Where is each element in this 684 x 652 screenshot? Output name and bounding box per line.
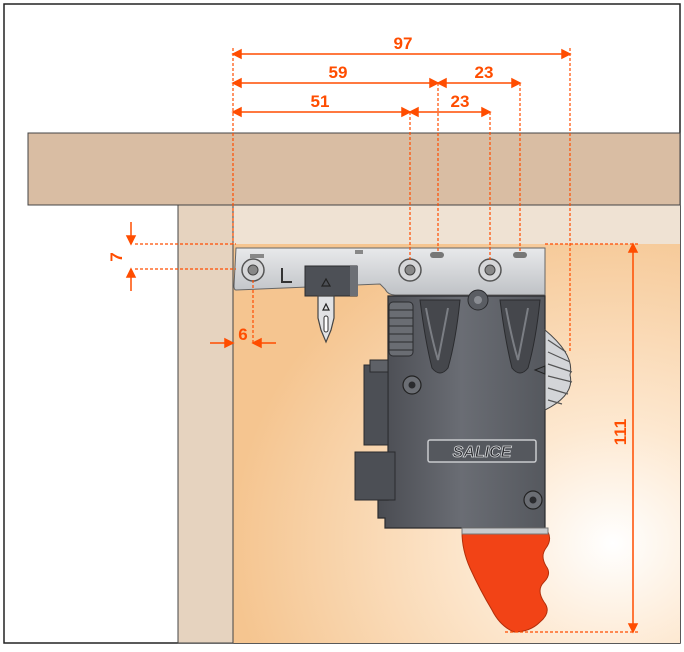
clip-block [304, 265, 358, 297]
dim-label-23-upper: 23 [475, 63, 494, 82]
plate-slot [355, 250, 363, 254]
adjustment-wheel [388, 301, 414, 357]
dim-label-23-lower: 23 [451, 92, 470, 111]
mechanism-side-block [369, 359, 389, 373]
body-screw [523, 490, 543, 510]
cabinet-side-panel [177, 204, 234, 644]
rotary-dial [544, 328, 573, 411]
spring-cam-detail [425, 307, 449, 361]
extension-lines [135, 48, 640, 633]
screw-hole [241, 258, 265, 282]
dim-label-59: 59 [329, 63, 348, 82]
dimension-lines [125, 48, 639, 634]
dim-label-51: 51 [311, 92, 330, 111]
left-marking [281, 268, 292, 283]
mechanism-lower-block [354, 451, 396, 501]
release-lever [461, 531, 551, 633]
triangle-marker [322, 302, 330, 311]
dim-label-6: 6 [238, 325, 247, 344]
lever-hinge [461, 527, 549, 535]
plate-slot [430, 252, 444, 258]
plate-slot [513, 252, 527, 258]
cabinet-top-panel [27, 132, 681, 206]
body-screw [402, 375, 422, 395]
pin-slot [323, 315, 329, 333]
spring-cam [419, 299, 461, 374]
spring-cam-detail [505, 307, 529, 361]
dimension-labels: 97 59 23 51 23 6 7 111 [107, 34, 630, 445]
cabinet-top-strip [233, 205, 680, 244]
screw-hole [398, 258, 422, 282]
screw-hole [478, 258, 502, 282]
triangle-marker [320, 277, 332, 287]
dim-label-7: 7 [107, 252, 126, 261]
dim-label-97: 97 [394, 34, 413, 53]
clip-block-edge [350, 266, 358, 296]
mechanism-side-block [363, 364, 389, 446]
pivot-center [474, 296, 482, 304]
brand-logo-text: SALICE [453, 444, 513, 461]
spring-cam [499, 299, 541, 374]
brand-logo: SALICE [427, 439, 537, 463]
triangle-marker [533, 365, 546, 375]
dim-label-111: 111 [611, 419, 630, 446]
plate-slot [250, 254, 264, 258]
